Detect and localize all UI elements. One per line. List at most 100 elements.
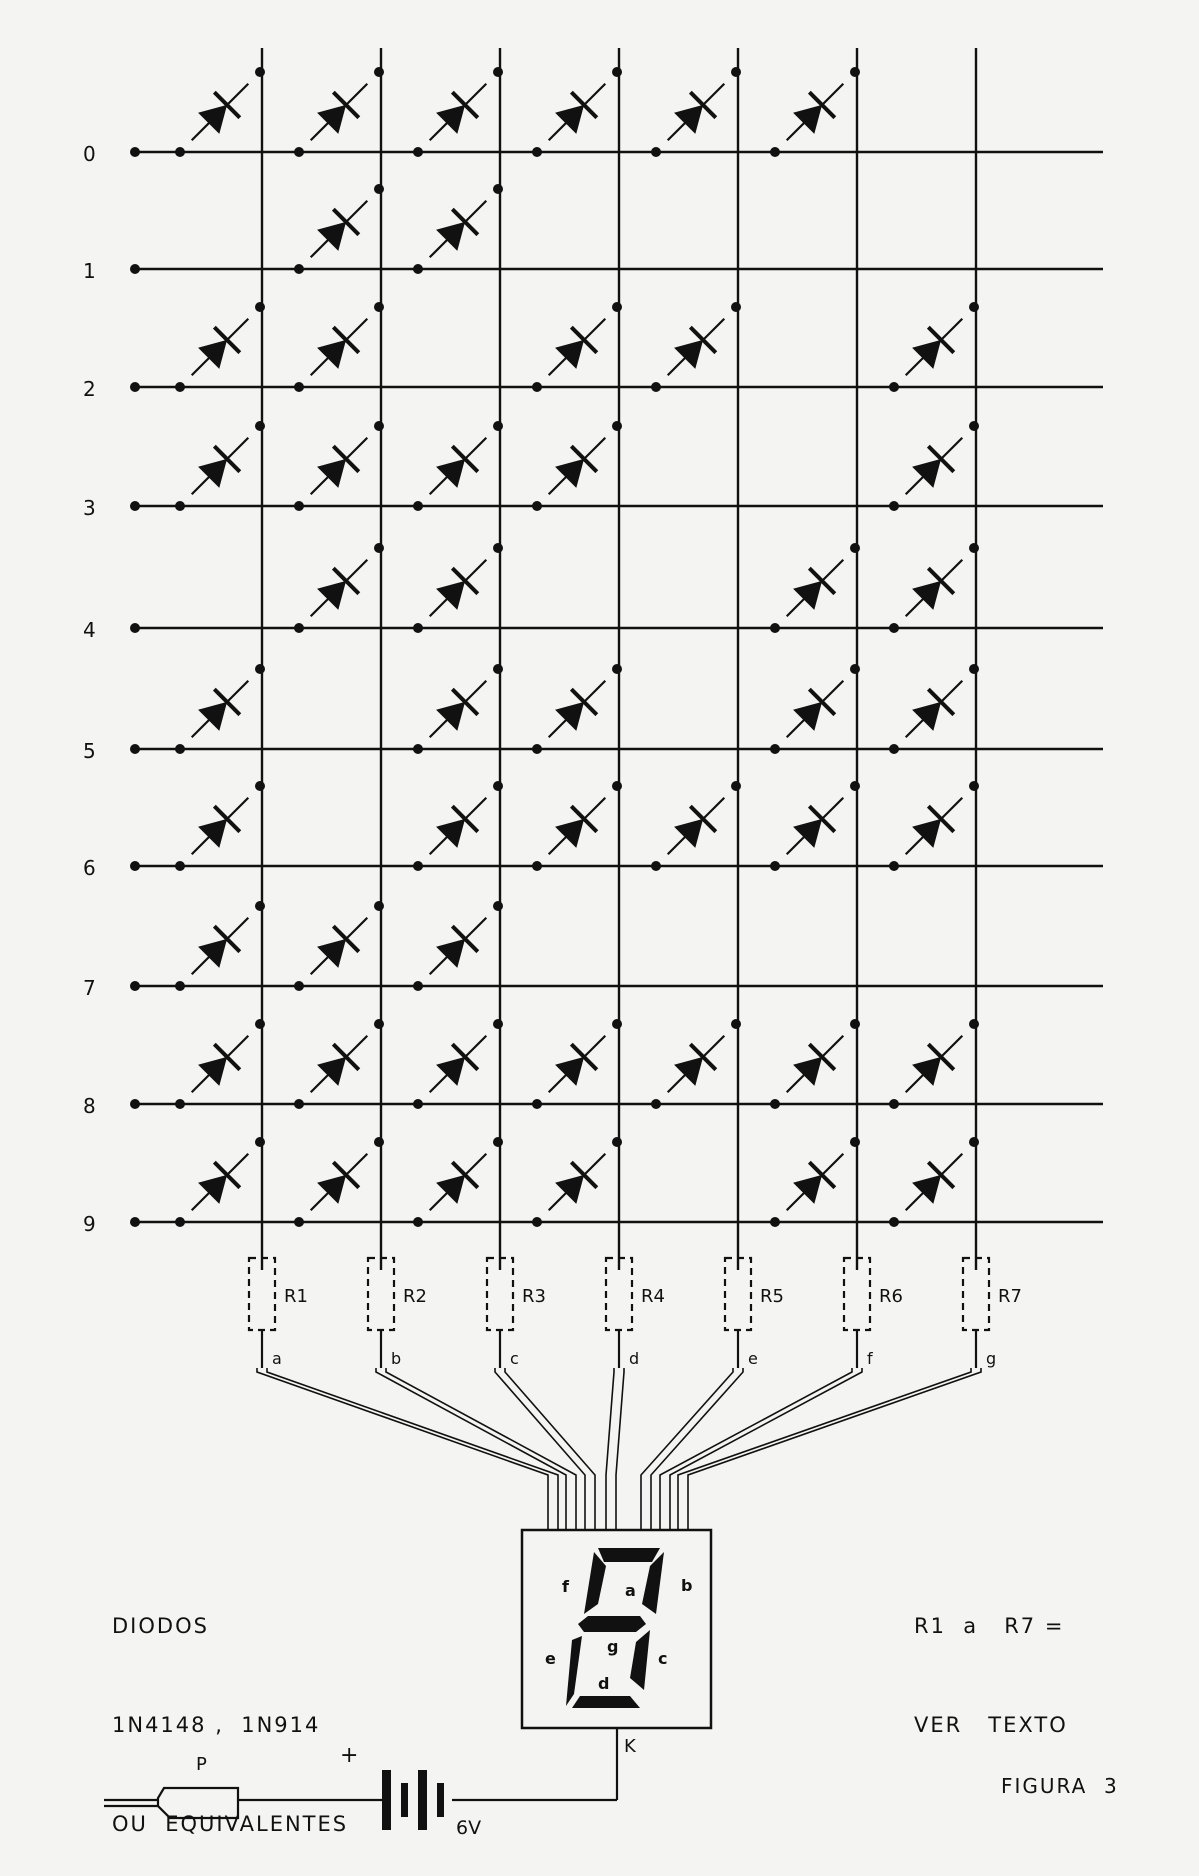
diode-9-c [428,1152,488,1212]
diode-triangle [674,1056,704,1086]
digit-label-9: 9 [83,1212,96,1236]
diode-triangle [436,1174,466,1204]
diode-cathode-bar [212,1042,242,1072]
diode-cathode-bar [688,90,718,120]
diode-cathode-bar [926,1042,956,1072]
diode-1-b [309,199,369,259]
diode-triangle [912,458,942,488]
diode-cathode-bar [569,804,599,834]
diode-triangle [436,818,466,848]
diode-8-e [666,1034,726,1094]
junction-dot [294,981,304,991]
digit-input-dot [130,623,140,633]
push-switch [156,1786,240,1820]
diode-triangle [436,104,466,134]
junction-dot [413,744,423,754]
diode-cathode-bar [212,1160,242,1190]
diode-2-d [547,317,607,377]
segment-wire-label-c: c [510,1349,519,1368]
diode-cathode-bar [569,444,599,474]
junction-dot [770,1217,780,1227]
junction-dot [770,623,780,633]
digit-input-dot [130,744,140,754]
junction-dot [175,744,185,754]
junction-dot [532,501,542,511]
diode-6-a [190,796,250,856]
diode-cathode-bar [807,1042,837,1072]
resistor-label-R4: R4 [641,1286,665,1307]
display-wire-b [385,1368,577,1530]
display-label-c: c [658,1649,667,1668]
diode-cathode-bar [331,90,361,120]
junction-dot [770,1099,780,1109]
junction-dot [770,744,780,754]
switch-label: P [196,1754,207,1775]
diode-cathode-bar [807,804,837,834]
diode-5-c [428,679,488,739]
diode-9-b [309,1152,369,1212]
junction-dot [731,781,741,791]
diode-cathode-bar [450,566,480,596]
display-segment-f [584,1552,606,1614]
diode-triangle [555,701,585,731]
display-wire-e [640,1368,734,1530]
junction-dot [413,501,423,511]
junction-dot [850,1137,860,1147]
diode-triangle [912,580,942,610]
diode-8-g [904,1034,964,1094]
junction-dot [374,1137,384,1147]
diode-5-d [547,679,607,739]
digit-input-dot [130,501,140,511]
diode-cathode-bar [569,1160,599,1190]
diode-2-g [904,317,964,377]
diode-0-f [785,82,845,142]
display-segment-a [598,1548,660,1562]
diode-0-c [428,82,488,142]
junction-dot [889,501,899,511]
diode-triangle [317,1174,347,1204]
diode-0-d [547,82,607,142]
diode-cathode-bar [807,566,837,596]
junction-dot [532,1099,542,1109]
diode-4-f [785,558,845,618]
resistor-label-R1: R1 [284,1286,308,1307]
junction-dot [175,1217,185,1227]
junction-dot [731,1019,741,1029]
diode-triangle [198,339,228,369]
segment-wire-label-d: d [629,1349,639,1368]
junction-dot [294,1217,304,1227]
junction-dot [413,147,423,157]
diodes-note: DIODOS 1N4148 , 1N914 OU EQUIVALENTES [112,1544,348,1876]
diode-3-b [309,436,369,496]
diode-cathode-bar [450,1160,480,1190]
segment-wire-label-b: b [391,1349,401,1368]
junction-dot [651,147,661,157]
digit-input-dot [130,1099,140,1109]
junction-dot [493,781,503,791]
diode-triangle [436,938,466,968]
junction-dot [850,1019,860,1029]
diode-7-c [428,916,488,976]
display-segment-d [572,1696,640,1708]
diode-cathode-bar [450,1042,480,1072]
junction-dot [255,1137,265,1147]
display-segment-c [630,1630,650,1690]
cathode-label: K [624,1736,637,1757]
diode-0-b [309,82,369,142]
diode-cathode-bar [212,924,242,954]
diode-8-a [190,1034,250,1094]
junction-dot [651,1099,661,1109]
diode-2-b [309,317,369,377]
diode-triangle [912,1174,942,1204]
diode-cathode-bar [926,1160,956,1190]
junction-dot [294,382,304,392]
display-wire-e [650,1368,744,1530]
junction-dot [255,781,265,791]
digit-input-dot [130,981,140,991]
junction-dot [612,1137,622,1147]
diode-8-f [785,1034,845,1094]
junction-dot [175,501,185,511]
junction-dot [493,1137,503,1147]
junction-dot [493,543,503,553]
